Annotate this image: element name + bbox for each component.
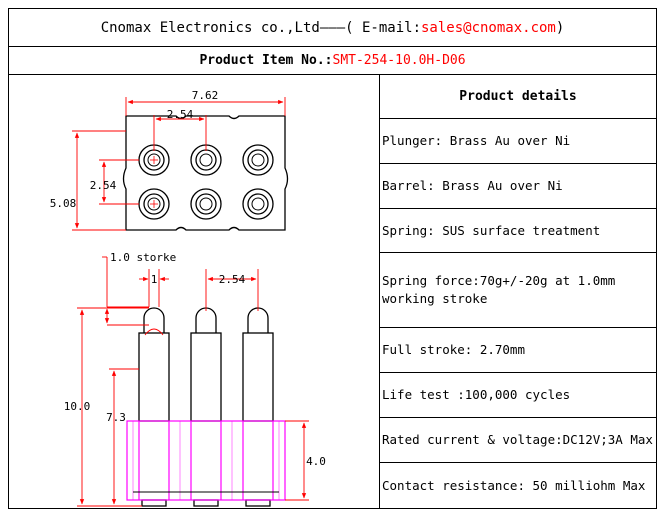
pin-hole: [242, 144, 274, 176]
header-separator: ———: [319, 19, 346, 36]
pogo-pin: [242, 307, 274, 507]
base-height-dimension: [285, 420, 309, 501]
technical-drawing: 7.62 2.54 5.08 2.54: [9, 75, 380, 508]
email-suffix: ): [555, 19, 565, 36]
stroke-dimension: [102, 256, 164, 336]
tip-pitch-dimension: [139, 269, 259, 311]
detail-barrel: Barrel: Brass Au over Ni: [380, 164, 656, 209]
detail-rated-current: Rated current & voltage:DC12V;3A Max: [380, 418, 656, 463]
product-item-number: SMT-254-10.0H-D06: [332, 52, 466, 68]
company-name: Cnomax Electronics co.,Ltd: [100, 19, 320, 36]
top-view-outline: [122, 115, 289, 231]
detail-life-test: Life test :100,000 cycles: [380, 373, 656, 418]
pin-hole: [190, 188, 222, 220]
dim-barrel-height-label: 7.3: [106, 411, 126, 424]
pin-hole: [242, 188, 274, 220]
drawing-canvas: 7.62 2.54 5.08 2.54: [50, 89, 326, 507]
dim-stroke-label: 1.0 storke: [110, 251, 176, 264]
dim-width-label: 7.62: [192, 89, 219, 102]
pin-hole: [138, 188, 170, 220]
dim-pitch-x-label: 2.54: [167, 108, 194, 121]
product-details-title: Product details: [380, 75, 656, 119]
product-details-table: Product details Plunger: Brass Au over N…: [380, 75, 656, 508]
side-view: 1.0 storke 1 2.54: [64, 251, 326, 507]
dim-pitch-label: 2.54: [219, 273, 246, 286]
detail-spring: Spring: SUS surface treatment: [380, 209, 656, 253]
detail-full-stroke: Full stroke: 2.70mm: [380, 328, 656, 373]
email-link[interactable]: sales@cnomax.com: [421, 19, 556, 36]
company-header: Cnomax Electronics co.,Ltd———( E-mail: s…: [9, 9, 656, 47]
detail-plunger: Plunger: Brass Au over Ni: [380, 119, 656, 164]
dim-height-label: 5.08: [50, 197, 77, 210]
center-marks: [150, 156, 158, 208]
top-view: 7.62 2.54 5.08 2.54: [50, 89, 289, 231]
insulator-block: [126, 420, 286, 501]
pogo-pin: [190, 307, 222, 507]
dim-total-height-label: 10.0: [64, 400, 91, 413]
dim-base-height-label: 4.0: [306, 455, 326, 468]
email-prefix: ( E-mail:: [345, 19, 421, 36]
dim-pitch-y-label: 2.54: [90, 179, 117, 192]
product-item-label: Product Item No.:: [199, 52, 333, 68]
pogo-pin: [138, 307, 170, 507]
detail-spring-force: Spring force:70g+/-20g at 1.0mm working …: [380, 253, 656, 328]
detail-contact-resistance: Contact resistance: 50 milliohm Max: [382, 477, 646, 493]
total-height-dimension: [77, 307, 149, 507]
width-dimension: [125, 97, 286, 151]
height-dimension: [72, 130, 139, 231]
spec-sheet: Cnomax Electronics co.,Ltd———( E-mail: s…: [8, 8, 657, 509]
dim-tip-label: 1: [151, 273, 158, 286]
product-item-row: Product Item No.: SMT-254-10.0H-D06: [9, 46, 656, 75]
